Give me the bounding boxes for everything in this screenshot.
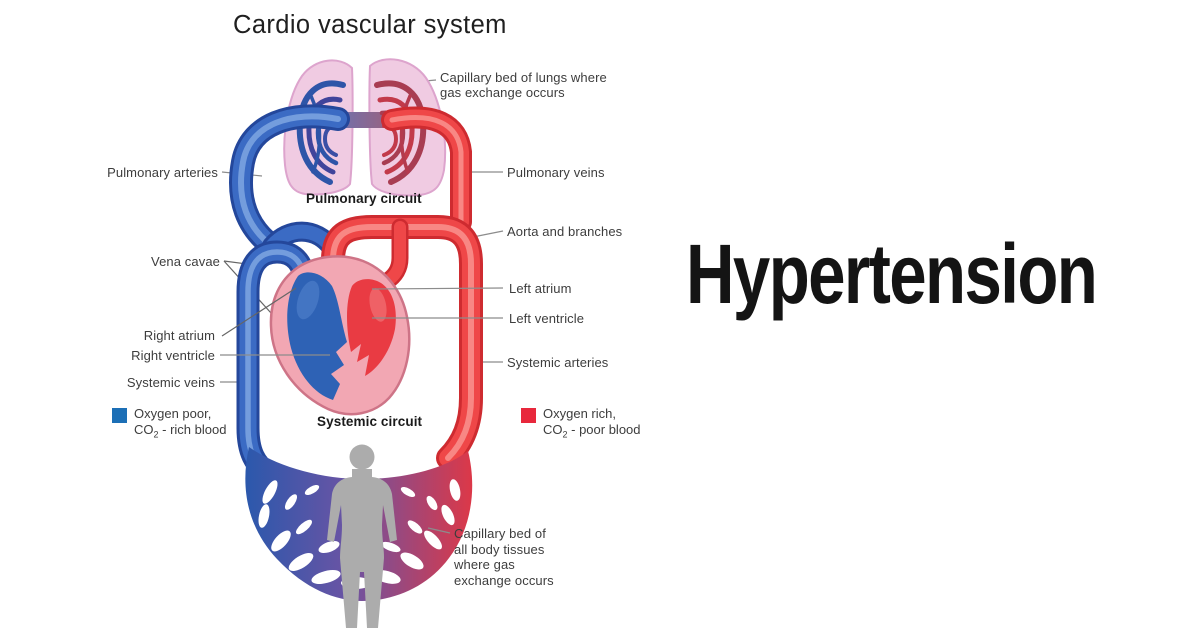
label-vena-cavae: Vena cavae — [151, 254, 220, 269]
label-systemic-circuit: Systemic circuit — [317, 414, 423, 429]
leader-lines-over — [220, 287, 504, 534]
legend-oxygen-poor: Oxygen poor, CO2 - rich blood — [112, 406, 226, 443]
legend-oxygen-poor-line1: Oxygen poor, — [134, 406, 212, 421]
label-pulmonary-veins: Pulmonary veins — [507, 165, 605, 180]
label-right-atrium: Right atrium — [143, 328, 215, 343]
oxygen-rich-swatch-icon — [521, 408, 536, 423]
label-capillary-bed-lungs: Capillary bed of lungs where gas exchang… — [440, 70, 607, 100]
label-left-atrium: Left atrium — [509, 281, 572, 296]
legend-oxygen-rich-line1: Oxygen rich, — [543, 406, 616, 421]
label-pulmonary-arteries: Pulmonary arteries — [107, 165, 218, 180]
pulmonary-artery-vessel — [229, 104, 350, 258]
human-body-silhouette — [327, 444, 397, 628]
label-capillary-bed-body: Capillary bed of all body tissues where … — [454, 526, 554, 588]
label-systemic-veins: Systemic veins — [126, 375, 215, 390]
legend-oxygen-poor-line2: CO2 - rich blood — [134, 421, 227, 440]
oxygen-poor-swatch-icon — [112, 408, 127, 423]
heart — [269, 255, 411, 416]
lungs — [283, 58, 447, 197]
label-pulmonary-circuit: Pulmonary circuit — [306, 191, 422, 206]
label-aorta-and-branches: Aorta and branches — [507, 224, 623, 239]
legend-oxygen-rich-line2: CO2 - poor blood — [543, 421, 641, 440]
page-title: Cardio vascular system — [233, 11, 507, 39]
pulmonary-vein-vessel — [381, 106, 472, 233]
headline-hypertension: Hypertension — [686, 227, 1098, 321]
label-systemic-arteries: Systemic arteries — [507, 355, 609, 370]
legend-oxygen-rich: Oxygen rich, CO2 - poor blood — [521, 406, 641, 443]
label-left-ventricle: Left ventricle — [509, 311, 585, 326]
label-right-ventricle: Right ventricle — [131, 348, 215, 363]
